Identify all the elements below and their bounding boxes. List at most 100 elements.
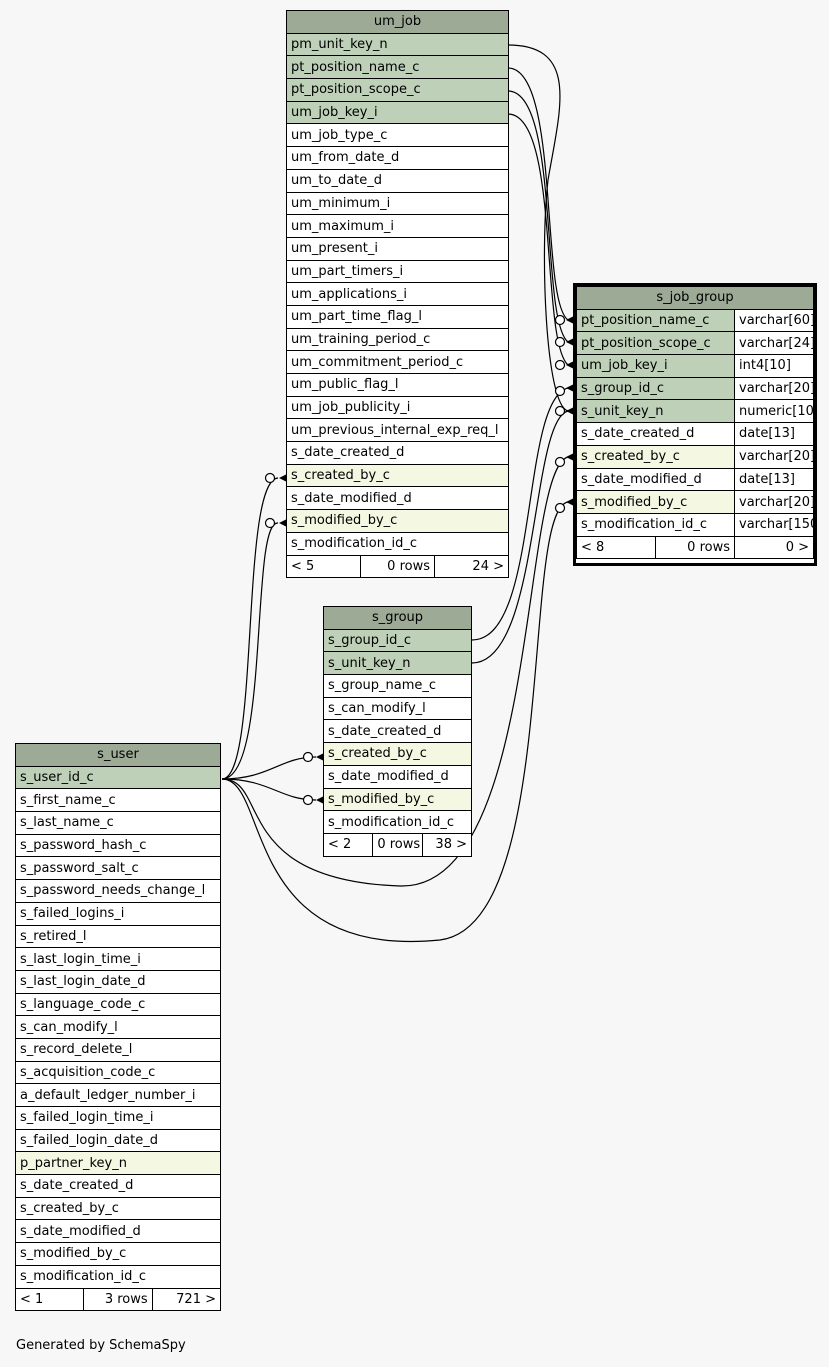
table-title[interactable]: s_group bbox=[323, 606, 472, 630]
column-name: um_previous_internal_exp_req_l bbox=[286, 418, 509, 443]
column-row[interactable]: s_modification_id_c bbox=[286, 531, 509, 556]
column-name: s_record_delete_l bbox=[15, 1037, 221, 1062]
column-row[interactable]: um_maximum_i bbox=[286, 214, 509, 238]
column-row[interactable]: um_training_period_c bbox=[286, 327, 509, 352]
parents-count[interactable]: < 8 bbox=[576, 535, 656, 560]
column-row[interactable]: s_modified_by_c bbox=[323, 787, 472, 812]
column-row[interactable]: s_date_modified_d bbox=[323, 764, 472, 789]
column-row[interactable]: s_modification_id_c bbox=[323, 810, 472, 834]
table-title[interactable]: s_user bbox=[15, 743, 221, 767]
column-row[interactable]: um_applications_i bbox=[286, 282, 509, 306]
column-row[interactable]: um_previous_internal_exp_req_l bbox=[286, 418, 509, 443]
column-name: s_date_created_d bbox=[286, 441, 509, 465]
column-row[interactable]: um_job_key_i bbox=[286, 100, 509, 125]
column-row[interactable]: s_modified_by_c bbox=[286, 509, 509, 533]
parents-count[interactable]: < 2 bbox=[322, 832, 374, 857]
column-row[interactable]: um_job_type_c bbox=[286, 123, 509, 148]
link-marker bbox=[302, 794, 314, 806]
column-row[interactable]: s_created_by_c bbox=[15, 1196, 221, 1221]
column-row[interactable]: s_language_code_c bbox=[15, 992, 221, 1017]
link-position-scope bbox=[507, 90, 569, 343]
children-count[interactable]: 0 > bbox=[734, 535, 814, 560]
table-title[interactable]: um_job bbox=[286, 10, 509, 34]
column-row[interactable]: p_partner_key_n bbox=[15, 1151, 221, 1176]
column-row[interactable]: a_default_ledger_number_i bbox=[15, 1083, 221, 1107]
column-row[interactable]: s_can_modify_l bbox=[15, 1015, 221, 1039]
column-row[interactable]: s_modification_id_c bbox=[15, 1264, 221, 1289]
column-row[interactable]: s_retired_l bbox=[15, 924, 221, 949]
column-row[interactable]: s_failed_login_time_i bbox=[15, 1106, 221, 1130]
column-row[interactable]: s_date_modified_d bbox=[286, 486, 509, 511]
column-name: um_training_period_c bbox=[286, 327, 509, 352]
column-row[interactable]: s_password_salt_c bbox=[15, 856, 221, 881]
column-row[interactable]: s_failed_logins_i bbox=[15, 901, 221, 926]
column-row[interactable]: pm_unit_key_n bbox=[286, 32, 509, 57]
children-count[interactable]: 38 > bbox=[421, 832, 473, 857]
column-name: um_present_i bbox=[286, 236, 509, 261]
column-row[interactable]: s_user_id_c bbox=[15, 765, 221, 790]
column-row[interactable]: s_failed_login_date_d bbox=[15, 1128, 221, 1153]
column-name: s_failed_login_time_i bbox=[15, 1106, 221, 1130]
column-row[interactable]: um_commitment_period_c bbox=[286, 350, 509, 374]
column-row[interactable]: um_from_date_d bbox=[286, 146, 509, 170]
column-row[interactable]: s_date_created_d bbox=[286, 441, 509, 465]
column-name: s_can_modify_l bbox=[15, 1015, 221, 1039]
column-row[interactable]: s_record_delete_l bbox=[15, 1037, 221, 1062]
generated-by-note: Generated by SchemaSpy bbox=[16, 1338, 186, 1353]
column-name: pm_unit_key_n bbox=[286, 32, 509, 57]
column-row[interactable]: s_password_hash_c bbox=[15, 833, 221, 858]
link-position-name bbox=[507, 67, 569, 321]
column-row[interactable]: s_modified_by_c bbox=[15, 1242, 221, 1266]
column-row[interactable]: s_group_name_c bbox=[323, 674, 472, 698]
column-row[interactable]: um_public_flag_l bbox=[286, 373, 509, 397]
parents-count[interactable]: < 5 bbox=[286, 554, 361, 579]
column-row[interactable]: s_unit_key_n bbox=[323, 651, 472, 676]
table-title[interactable]: s_job_group bbox=[576, 286, 814, 310]
column-name: s_created_by_c bbox=[15, 1196, 221, 1221]
column-row[interactable]: s_acquisition_code_c bbox=[15, 1060, 221, 1085]
column-name: s_date_created_d bbox=[576, 422, 735, 446]
column-row[interactable]: s_created_by_c bbox=[286, 463, 509, 488]
column-row[interactable]: s_created_by_c bbox=[323, 742, 472, 766]
column-row[interactable]: s_group_id_c bbox=[323, 628, 472, 653]
column-name: um_applications_i bbox=[286, 282, 509, 306]
link-marker bbox=[554, 502, 566, 514]
column-row[interactable]: pt_position_name_c bbox=[286, 55, 509, 80]
column-row[interactable]: s_can_modify_l bbox=[323, 696, 472, 721]
column-row[interactable]: um_present_i bbox=[286, 236, 509, 261]
column-row[interactable]: s_last_login_time_i bbox=[15, 947, 221, 971]
column-row[interactable]: um_part_timers_i bbox=[286, 259, 509, 284]
column-row[interactable]: um_to_date_d bbox=[286, 168, 509, 193]
column-row[interactable]: um_part_time_flag_l bbox=[286, 304, 509, 329]
column-row[interactable]: s_last_login_date_d bbox=[15, 969, 221, 994]
column-row[interactable]: s_password_needs_change_l bbox=[15, 879, 221, 903]
parents-count[interactable]: < 1 bbox=[14, 1287, 85, 1312]
column-row[interactable]: s_date_created_d bbox=[323, 719, 472, 744]
column-row[interactable]: s_date_created_d bbox=[15, 1174, 221, 1198]
column-row[interactable]: s_last_name_c bbox=[15, 811, 221, 835]
column-row[interactable]: s_first_name_c bbox=[15, 788, 221, 813]
column-row[interactable]: um_job_publicity_i bbox=[286, 395, 509, 420]
column-row[interactable]: pt_position_scope_c bbox=[286, 78, 509, 102]
column-name: s_retired_l bbox=[15, 924, 221, 949]
link-marker bbox=[554, 456, 566, 468]
column-row[interactable]: s_date_modified_d bbox=[15, 1219, 221, 1244]
children-count[interactable]: 24 > bbox=[434, 554, 509, 579]
column-row[interactable]: um_minimum_i bbox=[286, 191, 509, 216]
column-name: s_password_needs_change_l bbox=[15, 879, 221, 903]
children-count[interactable]: 721 > bbox=[151, 1287, 222, 1312]
